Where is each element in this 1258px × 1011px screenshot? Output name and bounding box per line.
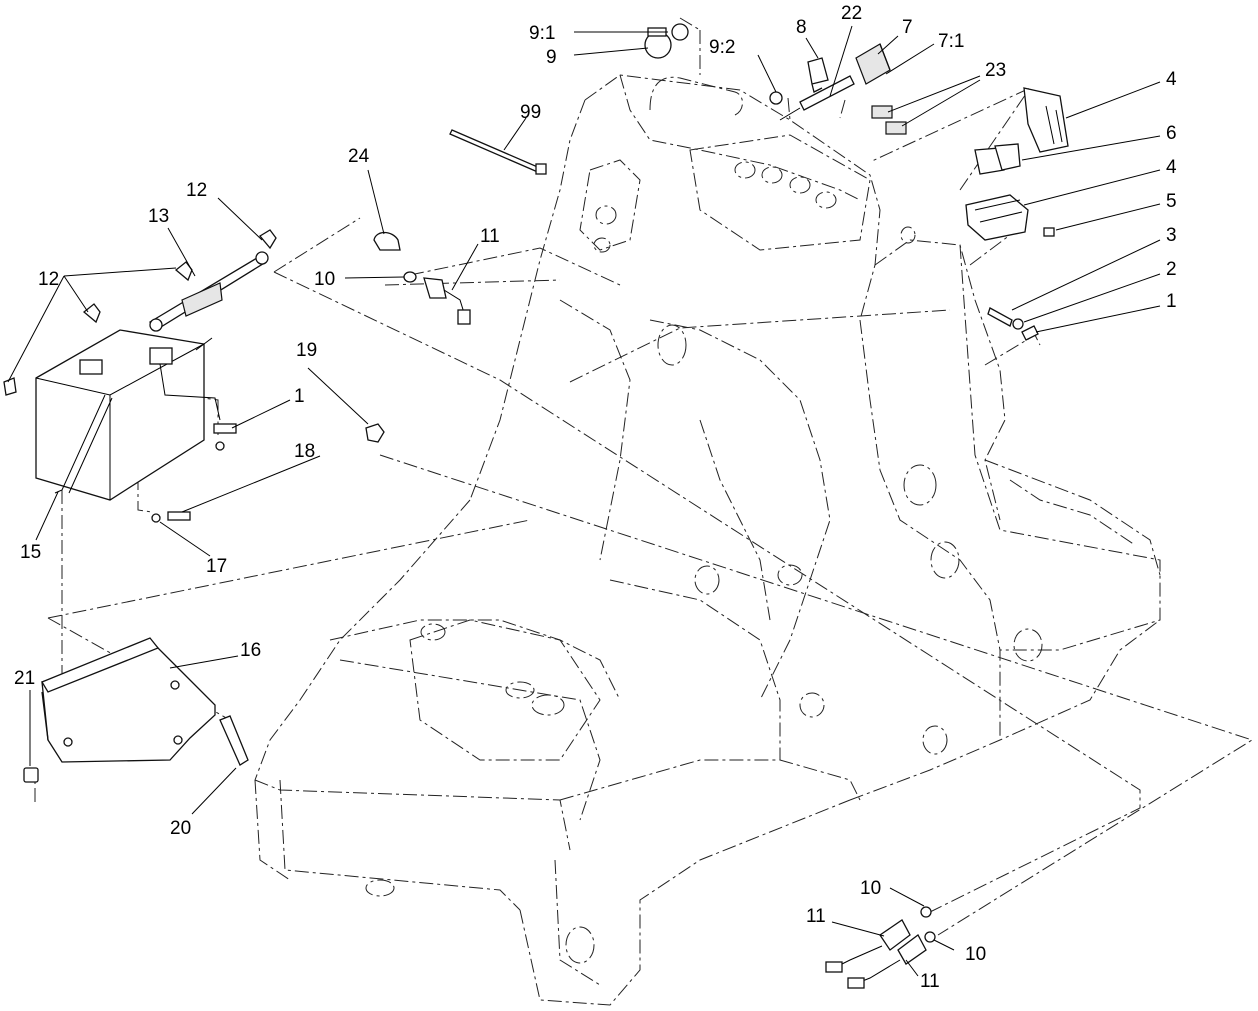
leader-lines bbox=[7, 25, 1161, 977]
callout-18: 18 bbox=[294, 441, 315, 462]
hold-down-bar bbox=[149, 251, 269, 332]
j-bolt-15 bbox=[54, 337, 213, 494]
callout-19: 19 bbox=[296, 340, 317, 361]
callout-21: 21 bbox=[14, 668, 35, 689]
callout-8: 8 bbox=[796, 17, 807, 38]
clamp-24 bbox=[373, 231, 401, 251]
cable-tie-99 bbox=[449, 129, 547, 175]
callout-11-top: 11 bbox=[480, 226, 500, 247]
wing-nuts-12 bbox=[3, 229, 277, 396]
callout-5: 5 bbox=[1166, 191, 1177, 212]
machine-frame bbox=[254, 74, 1161, 1006]
callout-3: 3 bbox=[1166, 225, 1177, 246]
battery bbox=[35, 329, 205, 501]
switch-9 bbox=[644, 23, 689, 59]
battery-cables bbox=[151, 363, 237, 523]
harness-11-top bbox=[403, 271, 471, 325]
callout-1-left: 1 bbox=[294, 386, 305, 407]
callout-13: 13 bbox=[148, 206, 169, 227]
washer-9-2 bbox=[769, 91, 783, 105]
assembly-lines bbox=[34, 17, 1254, 936]
nut-19 bbox=[365, 423, 385, 443]
callout-10-top: 10 bbox=[314, 269, 335, 290]
bolt-set-right bbox=[987, 307, 1039, 341]
callout-15: 15 bbox=[20, 542, 41, 563]
callout-17: 17 bbox=[206, 556, 227, 577]
callout-16: 16 bbox=[240, 640, 261, 661]
fuse-block-4 bbox=[965, 194, 1029, 241]
callout-12-left: 12 bbox=[38, 269, 59, 290]
callout-10-bottom-1: 10 bbox=[860, 878, 881, 899]
cover-4-top bbox=[1023, 87, 1069, 153]
diodes-23 bbox=[871, 105, 907, 135]
callout-6: 6 bbox=[1166, 123, 1177, 144]
callout-7-1: 7:1 bbox=[938, 31, 964, 52]
callout-20: 20 bbox=[170, 818, 191, 839]
callout-11-bottom-2: 11 bbox=[920, 971, 940, 992]
callout-labels: 9:1 9 9:2 8 22 7 7:1 23 4 6 4 5 3 2 1 99… bbox=[14, 3, 1177, 992]
battery-tray bbox=[23, 637, 249, 783]
callout-24: 24 bbox=[348, 146, 370, 167]
meter-7 bbox=[855, 43, 891, 85]
callout-10-bottom-2: 10 bbox=[965, 944, 986, 965]
callout-2: 2 bbox=[1166, 259, 1177, 280]
callout-11-bottom-1: 11 bbox=[806, 906, 826, 927]
callout-9-2: 9:2 bbox=[709, 37, 735, 58]
callout-9-1: 9:1 bbox=[529, 23, 555, 44]
knob-8 bbox=[807, 57, 829, 93]
callout-99: 99 bbox=[520, 102, 541, 123]
callout-4-top: 4 bbox=[1166, 69, 1177, 90]
callout-12-top: 12 bbox=[186, 180, 207, 201]
callout-1-right: 1 bbox=[1166, 291, 1177, 312]
callout-23: 23 bbox=[985, 60, 1006, 81]
harness-11-bottom bbox=[825, 906, 936, 989]
callout-9: 9 bbox=[546, 47, 557, 68]
callout-7: 7 bbox=[902, 17, 913, 38]
relays-6 bbox=[974, 143, 1021, 175]
callout-4-mid: 4 bbox=[1166, 157, 1177, 178]
screw-5 bbox=[1043, 227, 1055, 237]
callout-22: 22 bbox=[841, 3, 862, 24]
